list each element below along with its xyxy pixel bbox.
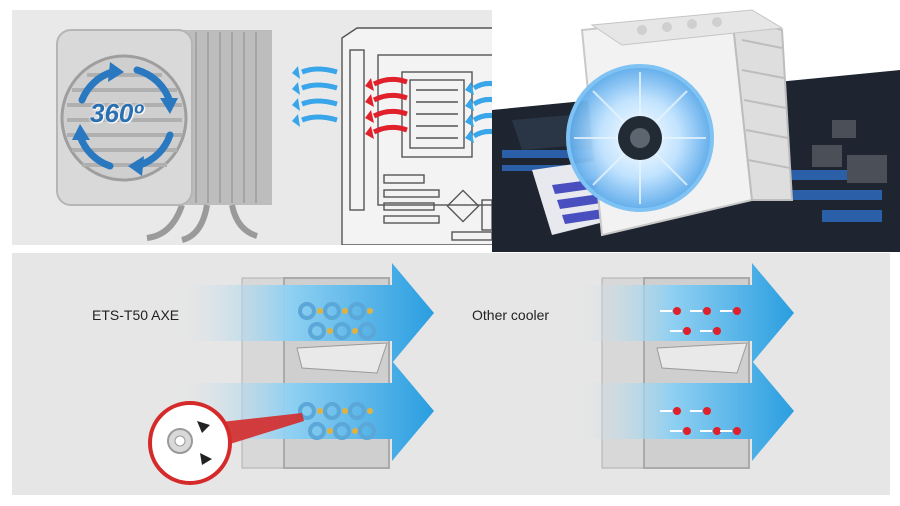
led-fan-icon [566,64,714,212]
ets-t50-axe-label: ETS-T50 AXE [92,307,180,323]
product-photo-panel [492,0,900,252]
exhaust-airflow-arrows [292,66,338,127]
airflow-comparison-illustration [148,263,794,485]
other-cooler-diagram [572,263,794,469]
airflow-comparison-panel: ETS-T50 AXE Other cooler [12,253,890,495]
airflow-arrow-top-other [572,263,794,363]
fan-airflow-illustration [56,27,502,245]
ets-t50-axe-diagram [148,263,434,485]
hot-air-arrows [365,76,408,139]
other-cooler-label: Other cooler [472,307,550,323]
airflow-arrow-bottom-other [572,361,794,461]
cooler-on-motherboard-illustration [492,9,900,252]
rotation-360-badge: 360º [90,98,143,128]
fan-airflow-panel: 360º [12,10,502,245]
rotation-arrows-icon [72,62,178,176]
